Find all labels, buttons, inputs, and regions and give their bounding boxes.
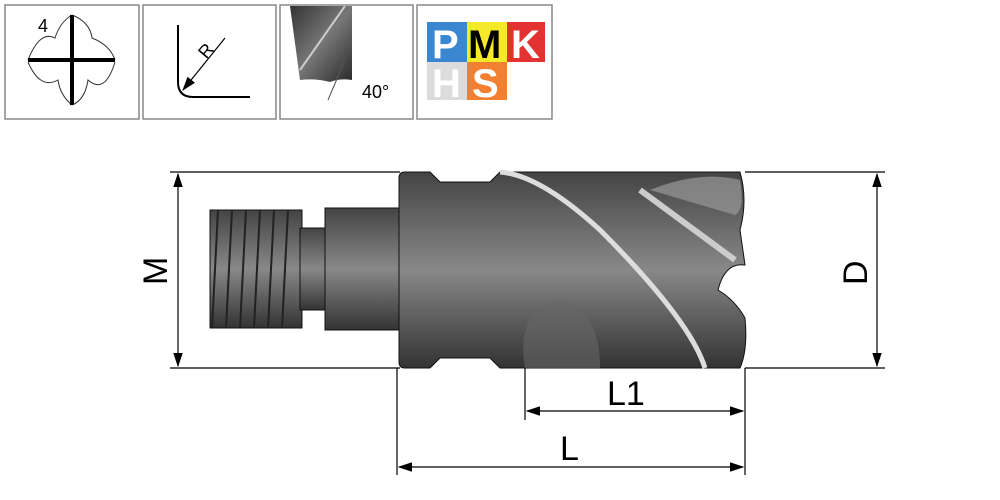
dimension-d-label: D xyxy=(837,260,875,285)
dimension-l-label: L xyxy=(560,430,579,468)
material-k: K xyxy=(511,23,540,67)
dimension-lines xyxy=(170,171,885,475)
flute-count-label: 4 xyxy=(38,16,48,36)
material-s: S xyxy=(472,62,499,106)
corner-radius-icon: R xyxy=(142,4,277,120)
dimension-l1-label: L1 xyxy=(607,375,645,413)
flute-count-icon: 4 xyxy=(4,4,140,120)
material-p: P xyxy=(432,23,459,67)
material-groups-icon: P M K H S xyxy=(416,4,553,120)
dimension-m-label: M xyxy=(137,257,175,285)
helix-angle-label: 40° xyxy=(362,82,389,102)
material-m: M xyxy=(468,23,501,67)
material-h: H xyxy=(432,62,461,106)
end-mill-tool xyxy=(209,169,747,369)
helix-angle-icon: 40° xyxy=(279,4,414,120)
